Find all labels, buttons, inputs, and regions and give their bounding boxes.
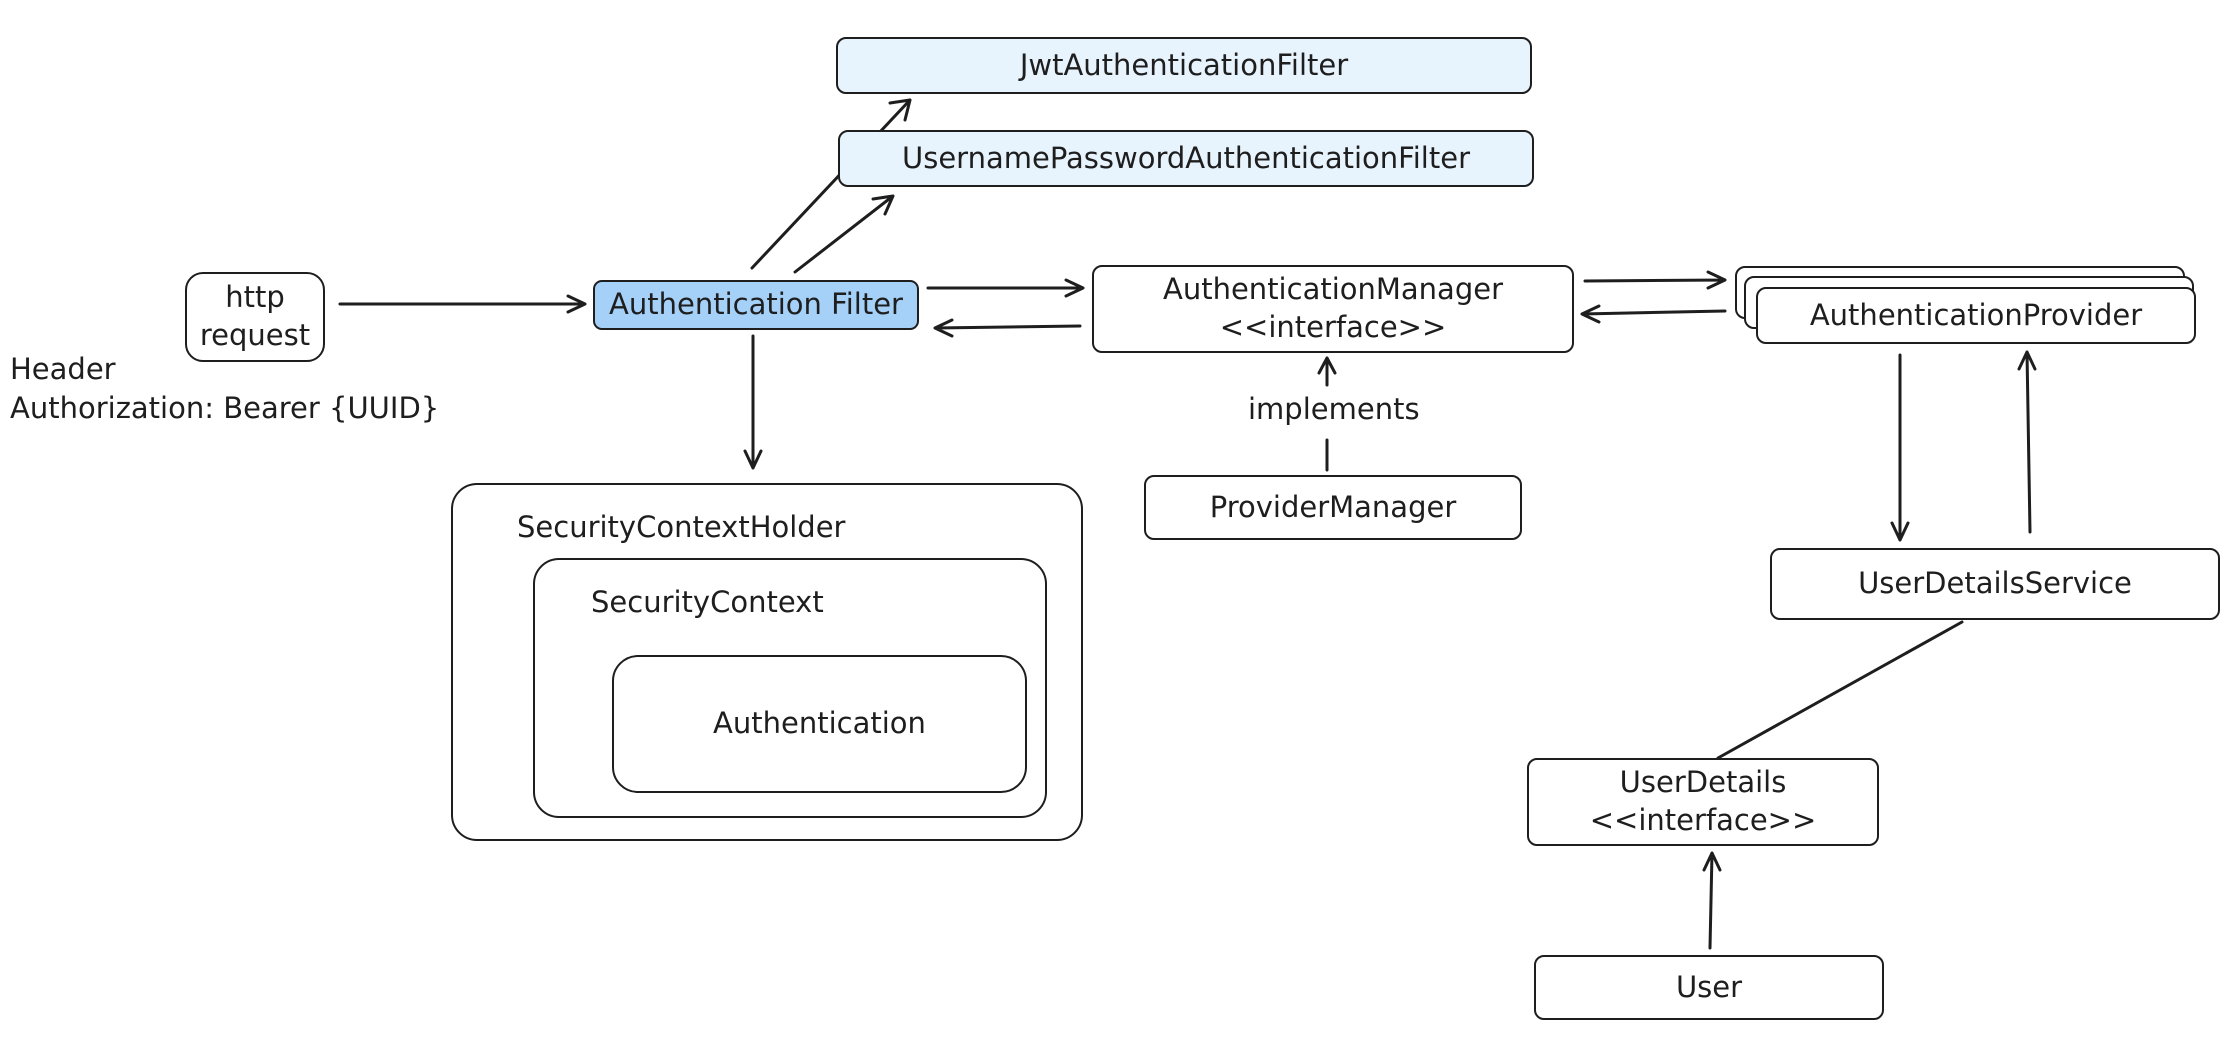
http-request-box: http request [185,272,325,362]
user-details-service-box: UserDetailsService [1770,548,2220,620]
authentication-box: Authentication [612,655,1027,793]
jwt-authentication-filter-label: JwtAuthenticationFilter [1019,47,1349,82]
jwt-authentication-filter-box: JwtAuthenticationFilter [836,37,1532,94]
user-label: User [1675,969,1743,1004]
authentication-manager-box: AuthenticationManager <<interface>> [1092,265,1574,353]
user-box: User [1534,955,1884,1020]
authentication-provider-box: AuthenticationProvider [1756,287,2196,344]
arrow-manager-to-provider [1583,270,1727,290]
username-password-filter-box: UsernamePasswordAuthenticationFilter [838,130,1534,187]
arrow-request-to-filter [338,294,587,314]
implements-label: implements [1248,392,1420,426]
authentication-label: Authentication [713,706,926,741]
arrow-filter-to-username-password [793,194,895,274]
user-details-service-label: UserDetailsService [1858,566,2132,601]
arrow-provider-to-manager [1580,304,1727,324]
line-service-to-user-details [1716,620,1964,760]
arrow-filter-to-manager [926,278,1085,298]
username-password-filter-label: UsernamePasswordAuthenticationFilter [902,140,1470,175]
authentication-manager-label: AuthenticationManager <<interface>> [1163,272,1503,344]
authentication-provider-label: AuthenticationProvider [1809,297,2143,332]
user-details-label: UserDetails <<interface>> [1589,765,1817,837]
arrow-provider-to-user-details-service [1890,353,1910,542]
provider-manager-box: ProviderManager [1144,475,1522,540]
security-context-holder-label: SecurityContextHolder [517,510,846,544]
arrow-user-to-user-details [1702,851,1722,950]
user-details-box: UserDetails <<interface>> [1527,758,1879,846]
security-context-label: SecurityContext [591,585,824,619]
arrow-filter-to-context-holder [743,334,763,470]
http-request-label: http request [199,280,311,352]
arrow-provider-manager-implements [1317,356,1337,472]
provider-manager-label: ProviderManager [1209,489,1457,524]
authentication-filter-box: Authentication Filter [593,280,919,330]
arrow-user-details-service-to-provider [2017,350,2037,534]
header-note: Header Authorization: Bearer {UUID} [10,352,440,426]
arrow-filter-to-jwt [750,98,912,270]
arrow-manager-to-filter [933,318,1082,338]
authentication-filter-label: Authentication Filter [609,287,903,322]
